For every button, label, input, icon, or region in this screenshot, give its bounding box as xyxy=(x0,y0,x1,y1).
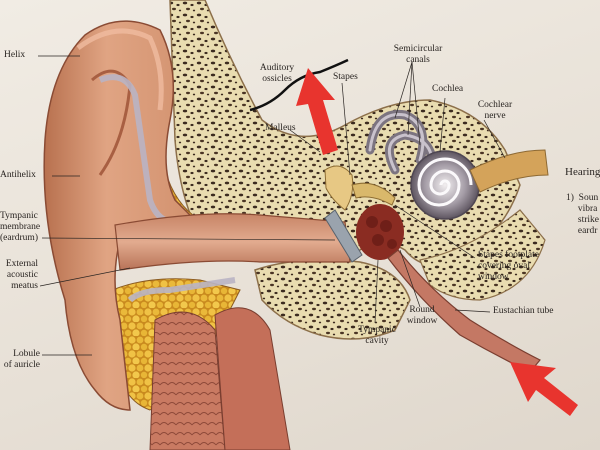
label-auditory-ossicles: Auditory ossicles xyxy=(259,63,295,84)
label-semicircular-canals: Semicircular canals xyxy=(393,44,443,65)
cartilage xyxy=(98,74,167,223)
label-lobule: Lobule of auricle xyxy=(3,349,40,370)
helix-rim xyxy=(76,28,164,111)
label-round-window: Round window xyxy=(406,305,438,326)
stapes-shape xyxy=(351,182,396,206)
cochlea-shape xyxy=(410,150,480,220)
label-tympanic-membrane: Tympanic membrane (eardrum) xyxy=(0,211,41,243)
tympanic-membrane-shape xyxy=(324,209,363,263)
petrous-bone xyxy=(419,209,546,301)
cochlear-nerve-shape xyxy=(469,149,549,193)
side-panel-item: 1) Soun vibra strike eardr xyxy=(566,193,599,236)
red-arrow-icon-2 xyxy=(510,362,578,416)
red-arrow-icon xyxy=(296,68,338,155)
neck-tissue-2 xyxy=(214,307,291,450)
label-stapes-footplate: Stapes footplate covering oval window xyxy=(478,250,539,282)
leader-lines xyxy=(38,55,506,356)
cartilage-lower xyxy=(127,277,236,303)
label-cochlea: Cochlea xyxy=(432,84,464,94)
label-antihelix: Antihelix xyxy=(0,170,36,180)
label-external-meatus: External acoustic meatus xyxy=(5,259,38,291)
ossicles-bracket xyxy=(249,58,349,112)
label-helix: Helix xyxy=(4,50,26,60)
label-tympanic-cavity: Tympanic cavity xyxy=(358,325,396,346)
label-eustachian-tube: Eustachian tube xyxy=(493,306,554,316)
label-malleus: Malleus xyxy=(265,123,296,133)
label-stapes: Stapes xyxy=(333,72,358,82)
malleus-shape xyxy=(324,165,354,211)
neck-tissue-1 xyxy=(149,311,226,450)
ear-canal xyxy=(114,213,351,271)
side-panel-title: Hearing xyxy=(565,166,600,178)
label-cochlear-nerve: Cochlear nerve xyxy=(477,100,513,121)
auricle xyxy=(43,20,202,411)
